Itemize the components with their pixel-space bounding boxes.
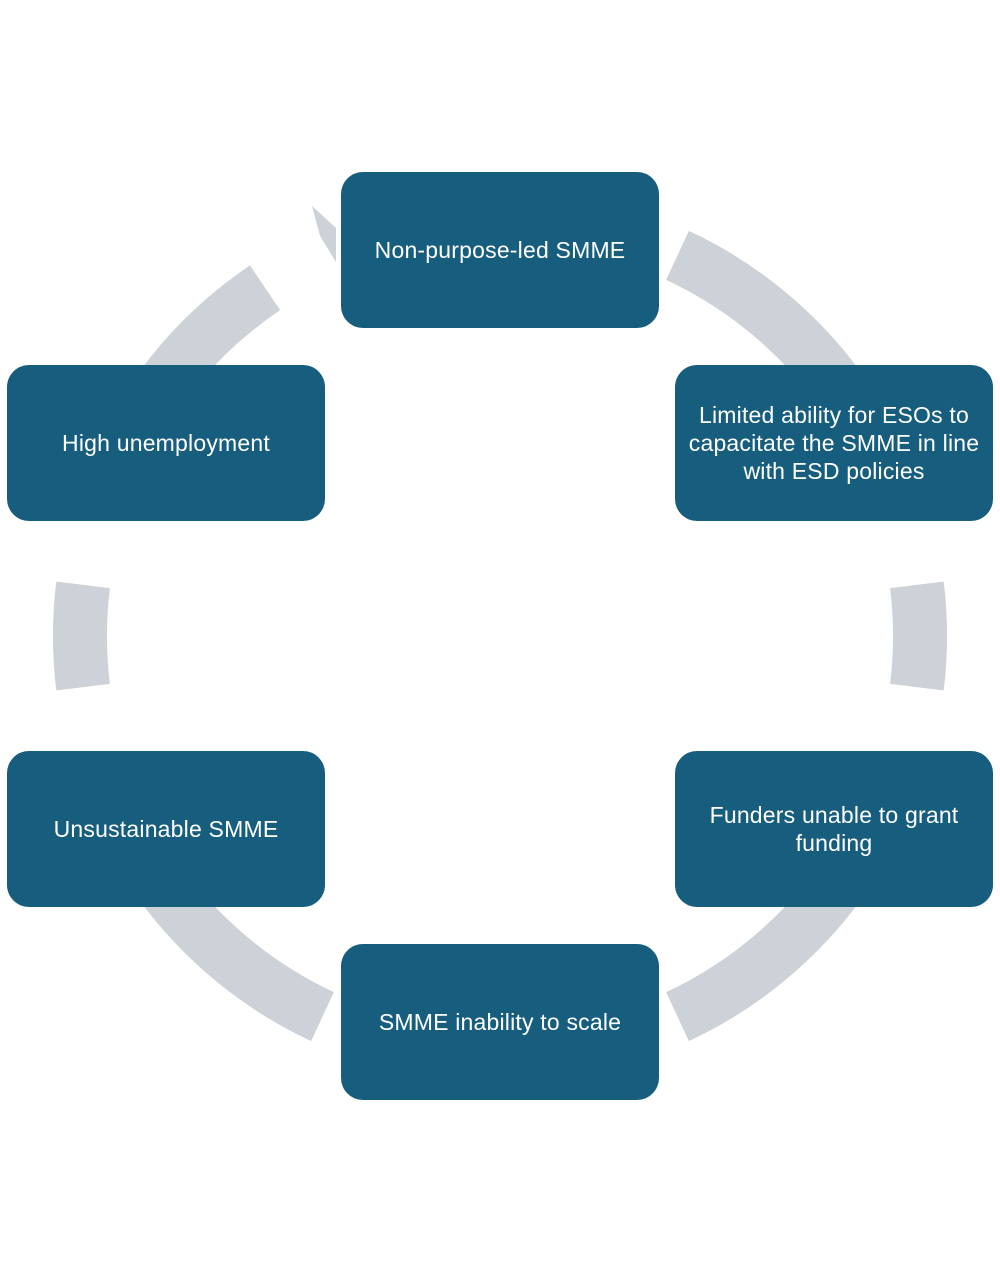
step-unsustainable-smme: Unsustainable SMME <box>7 751 325 907</box>
step-funders-unable: Funders unable to grant funding <box>675 751 993 907</box>
step-label: Non-purpose-led SMME <box>374 237 626 263</box>
step-label: Limited ability for ESOs to capacitate t… <box>688 402 980 484</box>
step-smme-inability-to-scale: SMME inability to scale <box>341 944 659 1100</box>
cycle-ring-segment <box>53 581 110 691</box>
step-high-unemployment: High unemployment <box>7 365 325 521</box>
cycle-arrowhead <box>312 206 336 262</box>
step-limited-eso-ability: Limited ability for ESOs to capacitate t… <box>675 365 993 521</box>
step-label: High unemployment <box>62 430 270 456</box>
step-non-purpose-led-smme: Non-purpose-led SMME <box>341 172 659 328</box>
step-label: Unsustainable SMME <box>53 816 279 842</box>
cycle-ring-segment <box>890 581 947 691</box>
step-label: Funders unable to grant funding <box>709 802 959 856</box>
step-label: SMME inability to scale <box>378 1009 622 1035</box>
